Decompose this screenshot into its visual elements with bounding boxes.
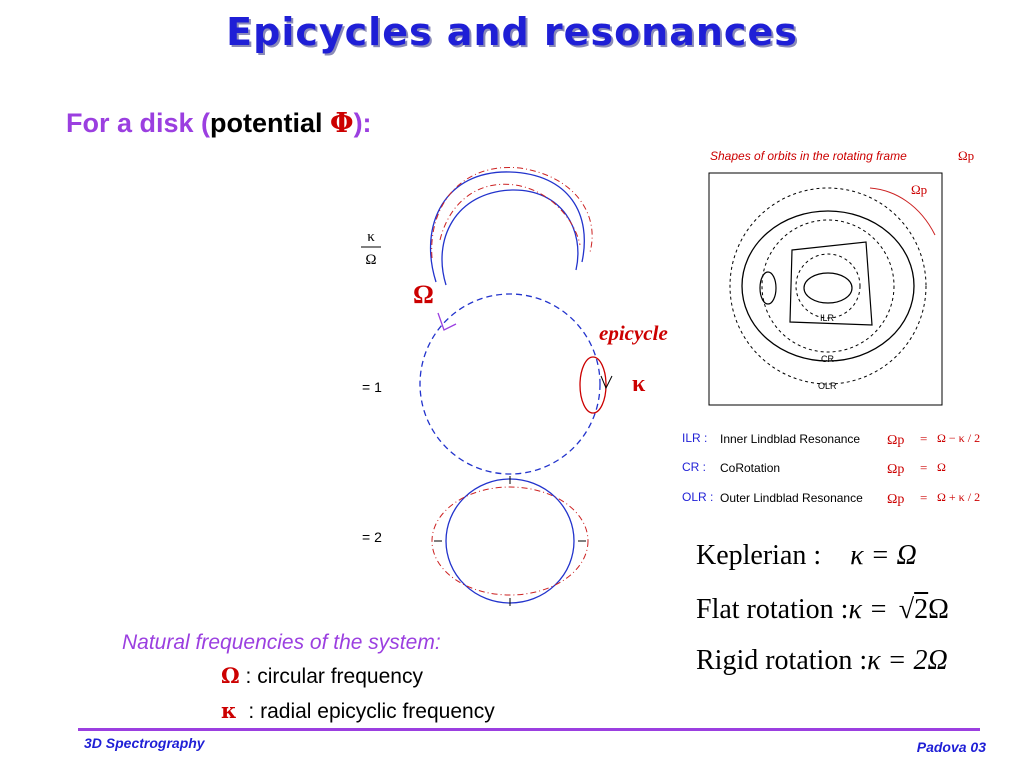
ratio-numerator: κ [367,229,375,245]
omega-label: Ω [413,280,434,309]
ratio-denominator: Ω [365,252,376,268]
subtitle-prefix: For a disk ( [66,108,211,138]
footer-left-text: 3D Spectrography [84,735,205,751]
omega-arrow [437,312,457,331]
top-rosette [429,166,593,286]
omega-definition-text: : circular frequency [239,665,423,688]
outer-orbit [741,210,915,362]
resonance-row: OLR : Outer Lindblad Resonance Ωp = Ω + … [682,490,980,507]
resonance-abbr: CR : [682,460,706,474]
epicycle-diagram: κ Ω = 1 = 2 Ω epicycle κ [361,166,668,606]
orbits-frame [708,172,943,406]
resonance-equals: = [920,431,927,446]
omega-symbol: Ω [221,663,240,688]
resonance-table: ILR : Inner Lindblad Resonance Ωp = Ω − … [682,431,980,507]
natural-frequencies-title: Natural frequencies of the system: [122,631,441,654]
kappa-label: κ [632,371,646,397]
flat-rotation-lhs: κ = [848,594,888,625]
resonance-abbr: ILR : [682,431,707,445]
flat-rotation-equation: Flat rotation :κ = √2Ω [696,594,949,626]
resonance-row: ILR : Inner Lindblad Resonance Ωp = Ω − … [682,431,980,448]
keplerian-rhs: κ = Ω [850,540,917,571]
rotation-arrow [869,187,936,236]
resonance-name: Outer Lindblad Resonance [720,491,863,505]
square-orbit [789,241,873,326]
rigid-rotation-equation: Rigid rotation :κ = 2Ω [696,645,948,677]
sqrt-argument: 2 [914,594,929,625]
sqrt-sign: √ [898,594,915,625]
rotating-frame-figure: Shapes of orbits in the rotating frame Ω… [708,148,974,406]
footer-right-text: Padova 03 [916,739,986,755]
orbits-caption: Shapes of orbits in the rotating frame [710,149,907,163]
resonance-equals: = [920,460,927,475]
rigid-rotation-rhs: κ = 2Ω [867,645,948,676]
subtitle-bold: potential [210,108,331,138]
bottom-oval-orbit [431,476,589,606]
flat-rotation-label: Flat rotation : [696,594,849,625]
epicycle-arrow [600,375,613,390]
keplerian-label: Keplerian : [696,540,822,571]
resonance-name: Inner Lindblad Resonance [720,432,860,446]
resonance-symbol: Ωp [887,433,904,448]
slide-title: Epicycles and resonances [226,10,798,54]
resonance-symbol: Ωp [887,462,904,477]
ratio-eq-1: = 1 [362,379,382,395]
resonance-symbol: Ωp [887,492,904,507]
resonance-rhs: Ω + κ / 2 [937,490,980,504]
footer-divider [78,728,980,731]
resonance-equals: = [920,490,927,505]
resonance-row: CR : CoRotation Ωp = Ω [682,460,946,477]
olr-label: OLR [818,381,837,391]
ilr-label: ILR [820,313,835,323]
flat-rotation-tail: Ω [928,594,949,625]
subtitle-suffix: ): [353,108,372,138]
resonance-abbr: OLR : [682,490,713,504]
cr-circle [761,219,895,353]
cr-label: CR [821,354,834,364]
ratio-eq-2: = 2 [362,529,382,545]
olr-circle [729,187,927,385]
ilr-circle [795,253,861,319]
lagrange-orbit [759,271,777,305]
keplerian-equation: Keplerian : κ = Ω [696,540,917,572]
orbits-caption-symbol: Ωp [958,148,974,163]
kappa-symbol: κ [221,698,237,723]
phi-symbol: Φ [330,108,354,139]
epicycle-ellipse [579,356,607,414]
resonance-name: CoRotation [720,461,780,475]
kappa-definition-text: : radial epicyclic frequency [236,700,495,723]
circular-orbit [419,293,601,475]
slide-subtitle: For a disk (potential Φ): [66,108,372,139]
rigid-rotation-label: Rigid rotation : [696,645,868,676]
resonance-rhs: Ω − κ / 2 [937,431,980,445]
epicycle-label: epicycle [599,321,668,345]
resonance-rhs: Ω [937,460,946,474]
omega-definition: Ω : circular frequency [221,663,423,689]
inner-orbit [803,272,853,304]
kappa-definition: κ : radial epicyclic frequency [221,698,495,724]
pattern-speed-symbol: Ωp [911,182,927,197]
